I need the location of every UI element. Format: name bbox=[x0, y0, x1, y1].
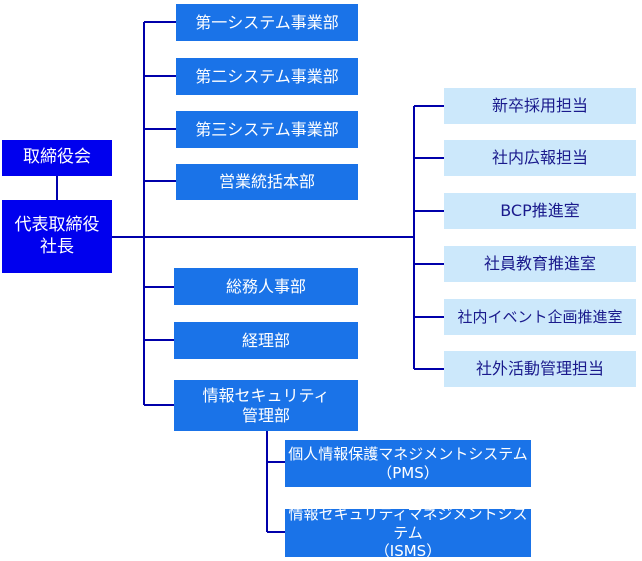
staff-unit-label: 社員教育推進室 bbox=[483, 254, 596, 273]
department-box: 第三システム事業部 bbox=[176, 111, 358, 148]
staff-unit-box: 新卒採用担当 bbox=[444, 88, 636, 124]
department-label: 第三システム事業部 bbox=[195, 119, 339, 139]
staff-unit-label: 社内イベント企画推進室 bbox=[457, 307, 623, 326]
department-box: 営業統括本部 bbox=[176, 164, 358, 200]
board-of-directors-box: 取締役会 bbox=[2, 140, 112, 176]
staff-unit-box: 社内広報担当 bbox=[444, 140, 636, 176]
department-label: 総務人事部 bbox=[225, 276, 306, 296]
pms-box: 個人情報保護マネジメントシステム （PMS） bbox=[285, 440, 531, 487]
security-department-box: 情報セキュリティ 管理部 bbox=[174, 380, 358, 431]
department-box: 第一システム事業部 bbox=[176, 4, 358, 41]
isms-abbreviation: （ISMS） bbox=[374, 542, 442, 561]
ceo-box: 代表取締役 社長 bbox=[2, 200, 112, 273]
pms-title: 個人情報保護マネジメントシステム bbox=[288, 444, 528, 463]
staff-unit-box: 社内イベント企画推進室 bbox=[444, 299, 636, 335]
department-box: 経理部 bbox=[174, 322, 358, 359]
ceo-title: 代表取締役 bbox=[14, 215, 100, 236]
staff-unit-box: BCP推進室 bbox=[444, 193, 636, 229]
ceo-subtitle: 社長 bbox=[40, 236, 74, 257]
board-label: 取締役会 bbox=[23, 147, 91, 168]
pms-abbreviation: （PMS） bbox=[377, 463, 439, 482]
security-department-title: 情報セキュリティ bbox=[202, 385, 330, 405]
isms-title: 情報セキュリティマネジメントシステム bbox=[288, 504, 528, 542]
staff-unit-label: 新卒採用担当 bbox=[491, 96, 588, 115]
staff-unit-box: 社員教育推進室 bbox=[444, 246, 636, 282]
department-label: 第一システム事業部 bbox=[195, 12, 339, 32]
staff-unit-label: BCP推進室 bbox=[500, 201, 580, 220]
staff-unit-box: 社外活動管理担当 bbox=[444, 351, 636, 387]
department-label: 経理部 bbox=[241, 330, 290, 350]
department-label: 営業統括本部 bbox=[218, 172, 315, 191]
department-label: 第二システム事業部 bbox=[195, 66, 339, 86]
staff-unit-label: 社外活動管理担当 bbox=[475, 359, 604, 378]
department-box: 第二システム事業部 bbox=[176, 58, 358, 95]
staff-unit-label: 社内広報担当 bbox=[491, 148, 588, 167]
security-department-subtitle: 管理部 bbox=[241, 405, 290, 425]
department-box: 総務人事部 bbox=[174, 268, 358, 305]
isms-box: 情報セキュリティマネジメントシステム （ISMS） bbox=[285, 505, 531, 560]
